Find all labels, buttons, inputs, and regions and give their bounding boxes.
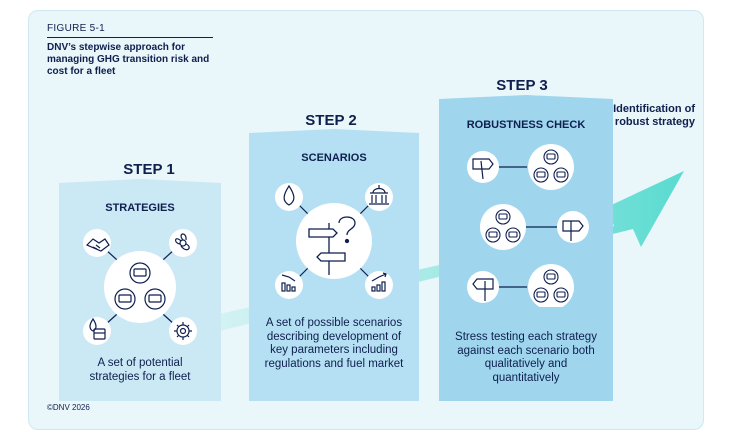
- figure-title: DNV’s stepwise approach for managing GHG…: [47, 42, 210, 77]
- figure-frame: FIGURE 5-1 DNV’s stepwise approach for m…: [28, 10, 704, 430]
- signpost-back-icon: [472, 278, 494, 301]
- strategies-diagram: [83, 229, 197, 345]
- rising-chart-icon: [371, 272, 387, 292]
- ship-group-icon-1: [533, 149, 569, 183]
- robustness-diagram: [467, 144, 589, 307]
- signpost-left-icon: [472, 158, 494, 180]
- step-1-card: STRATEGIES: [59, 179, 221, 401]
- propeller-icon: [175, 233, 190, 251]
- ship-group-icon-2: [485, 209, 521, 243]
- step-3-title: STEP 3: [496, 77, 548, 94]
- step-1-heading: STRATEGIES: [105, 202, 175, 214]
- step-3-heading: ROBUSTNESS CHECK: [466, 119, 586, 131]
- figure-divider: [47, 37, 213, 38]
- step-1-description: A set of potential strategies for a flee…: [89, 357, 191, 383]
- signpost-right-icon: [562, 220, 584, 241]
- fuel-drop-icon: [89, 317, 106, 340]
- step-2-card: SCENARIOS: [249, 129, 419, 401]
- signpost-question-icon: [308, 216, 356, 275]
- gear-icon: [174, 322, 192, 340]
- ship-group-icon-3: [533, 269, 569, 303]
- handshake-icon: [85, 238, 110, 252]
- step-2-heading: SCENARIOS: [301, 152, 367, 164]
- declining-chart-icon: [281, 274, 296, 292]
- water-drop-icon: [283, 184, 295, 206]
- figure-label: FIGURE 5-1: [47, 23, 106, 34]
- step-2-description: A set of possible scenarios describing d…: [264, 317, 404, 370]
- scenarios-diagram: [275, 183, 393, 299]
- outcome-label: Identification of robust strategy: [613, 103, 695, 128]
- government-building-icon: [369, 185, 389, 205]
- ship-group-icon: [114, 262, 166, 310]
- step-3-card: ROBUSTNESS CHECK: [439, 95, 613, 401]
- step-3-description: Stress testing each strategy against eac…: [455, 331, 597, 384]
- copyright: ©DNV 2026: [47, 403, 90, 412]
- step-2-title: STEP 2: [305, 112, 357, 129]
- step-1-title: STEP 1: [123, 161, 175, 178]
